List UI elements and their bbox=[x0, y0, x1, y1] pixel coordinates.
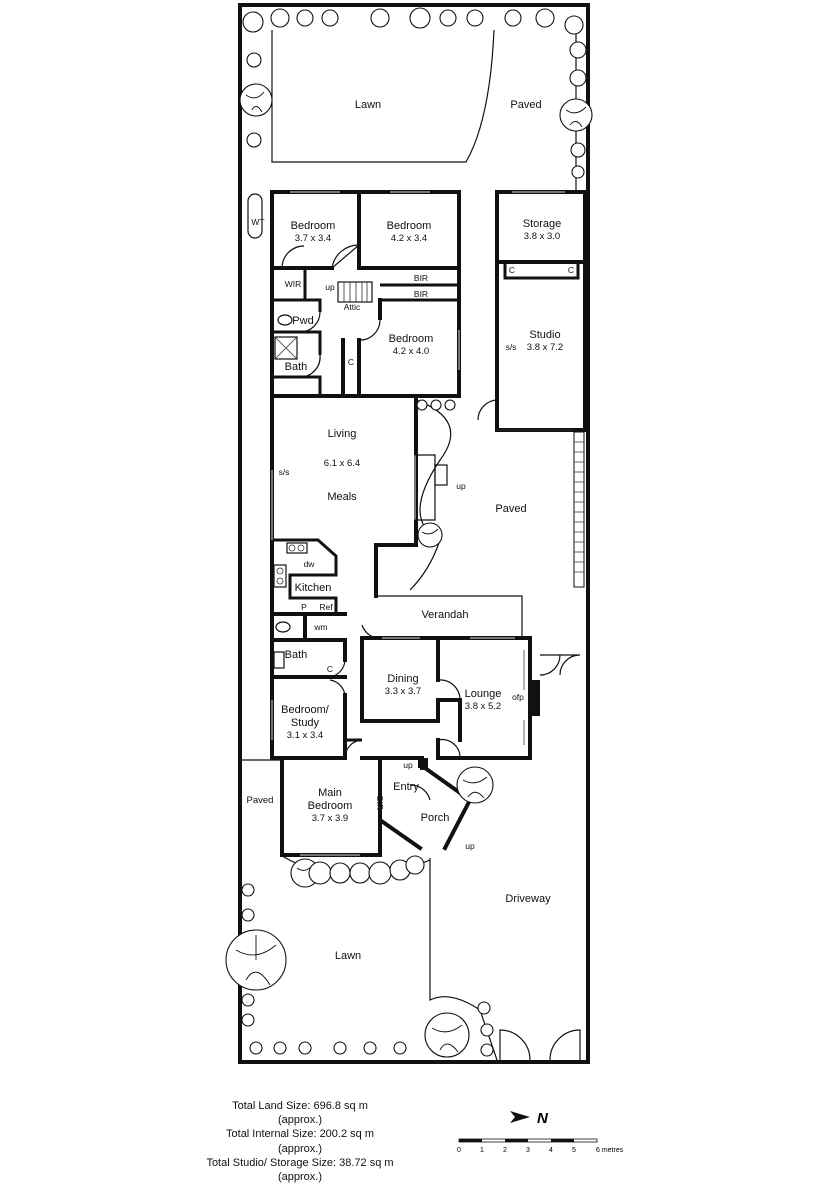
wall-kitchen bbox=[272, 538, 338, 614]
scale-tick-4: 4 bbox=[549, 1147, 553, 1154]
bath1-label: Bath bbox=[285, 361, 308, 373]
meals-label: Meals bbox=[327, 491, 357, 503]
wall-dining bbox=[360, 636, 532, 760]
pwd-label: Pwd bbox=[292, 315, 313, 327]
wir-label: WIR bbox=[285, 279, 302, 289]
main-bedroom-dim: 3.7 x 3.9 bbox=[312, 813, 348, 824]
bedroom2-label: Bedroom bbox=[387, 220, 432, 232]
mid-paved-edge bbox=[409, 399, 452, 591]
stairs bbox=[337, 281, 373, 303]
bath2-label: Bath bbox=[285, 649, 308, 661]
studio-label: Studio bbox=[529, 329, 560, 341]
up3-label: up bbox=[403, 760, 413, 770]
main-bedroom-label-1: Main bbox=[318, 787, 342, 799]
paved-mid-label: Paved bbox=[495, 503, 526, 515]
wall-living-top bbox=[270, 338, 361, 398]
bir1-label: BIR bbox=[414, 273, 428, 283]
storage-dim: 3.8 x 3.0 bbox=[524, 231, 560, 242]
verandah-label: Verandah bbox=[421, 609, 468, 621]
living-dim: 6.1 x 6.4 bbox=[324, 458, 360, 469]
up2-label: up bbox=[456, 481, 466, 491]
study-label-2: Study bbox=[291, 717, 320, 729]
kitchen-label: Kitchen bbox=[295, 582, 332, 594]
c2-label: C bbox=[568, 265, 574, 275]
bedroom1-label: Bedroom bbox=[291, 220, 336, 232]
bedroom1-dim: 3.7 x 3.4 bbox=[295, 233, 331, 244]
dining-label: Dining bbox=[387, 673, 418, 685]
entry-label: Entry bbox=[393, 781, 419, 793]
doors bbox=[281, 244, 581, 1061]
total-internal-note: (approx.) bbox=[277, 1142, 323, 1155]
total-land-note: (approx.) bbox=[277, 1114, 323, 1127]
size-summary: Total Land Size: 696.8 sq m (approx.) To… bbox=[190, 1099, 410, 1184]
wall-pwd-bath bbox=[272, 330, 322, 396]
total-studio-note: (approx.) bbox=[277, 1171, 323, 1184]
wall-bedrooms-top bbox=[270, 190, 461, 270]
north-arrow-icon bbox=[510, 1111, 530, 1123]
study-dim: 3.1 x 3.4 bbox=[287, 730, 323, 741]
studio-shelf bbox=[503, 260, 580, 280]
p-label: P bbox=[301, 602, 307, 612]
wm-label: wm bbox=[313, 622, 327, 632]
fixtures bbox=[247, 193, 540, 768]
lot-boundary bbox=[238, 3, 590, 1064]
wall-entry bbox=[378, 756, 473, 851]
wall-wir bbox=[272, 268, 322, 312]
paved-top-label: Paved bbox=[510, 99, 541, 111]
dw-label: dw bbox=[304, 559, 316, 569]
studio-dim: 3.8 x 7.2 bbox=[527, 342, 563, 353]
scale-bar bbox=[458, 1138, 598, 1143]
up1-label: up bbox=[325, 282, 335, 292]
ref-label: Ref bbox=[319, 602, 333, 612]
wall-laundry bbox=[270, 612, 347, 642]
dining-dim: 3.3 x 3.7 bbox=[385, 686, 421, 697]
wall-bir bbox=[380, 283, 459, 302]
wall-lounge-inner bbox=[436, 698, 462, 760]
porch-label: Porch bbox=[421, 812, 450, 824]
scale-tick-3: 3 bbox=[526, 1147, 530, 1154]
lawn-top-label: Lawn bbox=[355, 99, 381, 111]
lounge-label: Lounge bbox=[465, 688, 502, 700]
scale-tick-2: 2 bbox=[503, 1147, 507, 1154]
wt-label: WT bbox=[251, 217, 264, 227]
c3-label: C bbox=[348, 357, 354, 367]
top-lawn-edge bbox=[271, 29, 495, 163]
hedge bbox=[497, 429, 585, 588]
windows bbox=[271, 191, 565, 856]
attic-label: Attic bbox=[344, 302, 361, 312]
storage-label: Storage bbox=[523, 218, 562, 230]
living-label: Living bbox=[328, 428, 357, 440]
bedroom3-label: Bedroom bbox=[389, 333, 434, 345]
bir3-label: BIR bbox=[375, 796, 385, 810]
ss1-label: s/s bbox=[279, 467, 290, 477]
paved-side-label: Paved bbox=[247, 795, 274, 806]
scale-tick-1: 1 bbox=[480, 1147, 484, 1154]
north-label: N bbox=[537, 1110, 549, 1127]
wall-verandah bbox=[376, 595, 523, 638]
bir2-label: BIR bbox=[414, 289, 428, 299]
lawn-bottom-label: Lawn bbox=[335, 950, 361, 962]
main-bedroom-label-2: Bedroom bbox=[308, 800, 353, 812]
bedroom2-dim: 4.2 x 3.4 bbox=[391, 233, 427, 244]
total-land-size: Total Land Size: 696.8 sq m bbox=[232, 1100, 368, 1112]
driveway-label: Driveway bbox=[505, 893, 551, 905]
c4-label: C bbox=[327, 664, 333, 674]
scale-end-label: 6 metres bbox=[596, 1147, 624, 1154]
ss2-label: s/s bbox=[506, 342, 517, 352]
study-label-1: Bedroom/ bbox=[281, 704, 330, 716]
ofp-label: ofp bbox=[512, 692, 524, 702]
c1-label: C bbox=[509, 265, 515, 275]
up4-label: up bbox=[465, 841, 475, 851]
lounge-dim: 3.8 x 5.2 bbox=[465, 701, 501, 712]
total-internal-size: Total Internal Size: 200.2 sq m bbox=[226, 1128, 374, 1141]
scale-tick-0: 0 bbox=[457, 1147, 461, 1154]
trees bbox=[225, 7, 593, 1058]
bedroom3-dim: 4.2 x 4.0 bbox=[393, 346, 429, 357]
scale-tick-5: 5 bbox=[572, 1147, 576, 1154]
total-studio-size: Total Studio/ Storage Size: 38.72 sq m bbox=[206, 1156, 394, 1169]
wall-bath2 bbox=[270, 638, 347, 679]
